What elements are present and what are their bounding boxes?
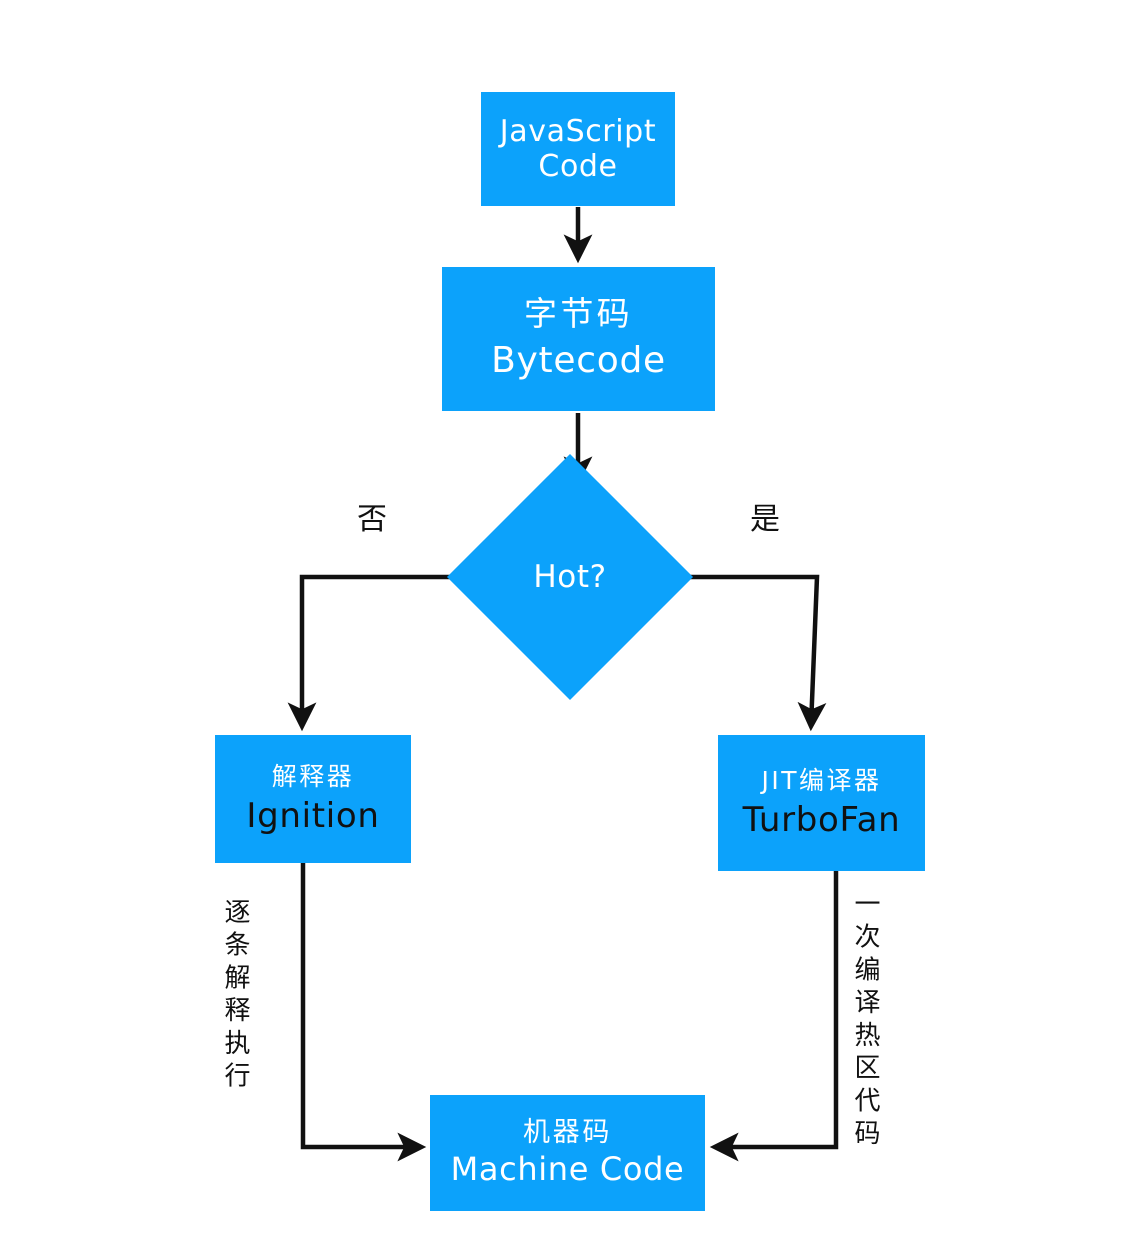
edge-decision-to-ignition: [287, 574, 481, 732]
node-decision-label: Hot?: [533, 558, 607, 595]
edge-ignition-to-machine: [300, 863, 427, 1162]
node-ignition-label-cn: 解释器: [271, 762, 355, 792]
node-machine-code[interactable]: 机器码 Machine Code: [430, 1095, 705, 1211]
edge-label-no: 否: [357, 502, 387, 537]
node-bytecode[interactable]: 字节码 Bytecode: [442, 267, 715, 411]
edge-label-interpret: 逐条解释执行: [220, 898, 250, 1095]
node-ignition-label-en: Ignition: [246, 795, 380, 836]
node-turbofan-label-en: TurboFan: [742, 799, 901, 840]
node-turbofan-label-cn: JIT编译器: [761, 766, 882, 796]
node-machine-code-label-cn: 机器码: [522, 1117, 613, 1149]
node-javascript-code[interactable]: JavaScript Code: [481, 92, 675, 206]
node-bytecode-label-cn: 字节码: [524, 294, 633, 334]
edge-label-yes: 是: [750, 502, 780, 537]
node-javascript-code-label: JavaScript Code: [499, 113, 657, 184]
node-ignition[interactable]: 解释器 Ignition: [215, 735, 411, 863]
edge-turbofan-to-machine: [709, 871, 839, 1162]
node-bytecode-label-en: Bytecode: [491, 340, 666, 382]
edge-label-compile: 一次编译热区代码: [850, 890, 880, 1153]
edge-decision-to-turbofan: [659, 574, 827, 732]
node-machine-code-label-en: Machine Code: [450, 1150, 685, 1189]
node-decision-hot[interactable]: Hot?: [446, 453, 694, 701]
node-turbofan[interactable]: JIT编译器 TurboFan: [718, 735, 925, 871]
